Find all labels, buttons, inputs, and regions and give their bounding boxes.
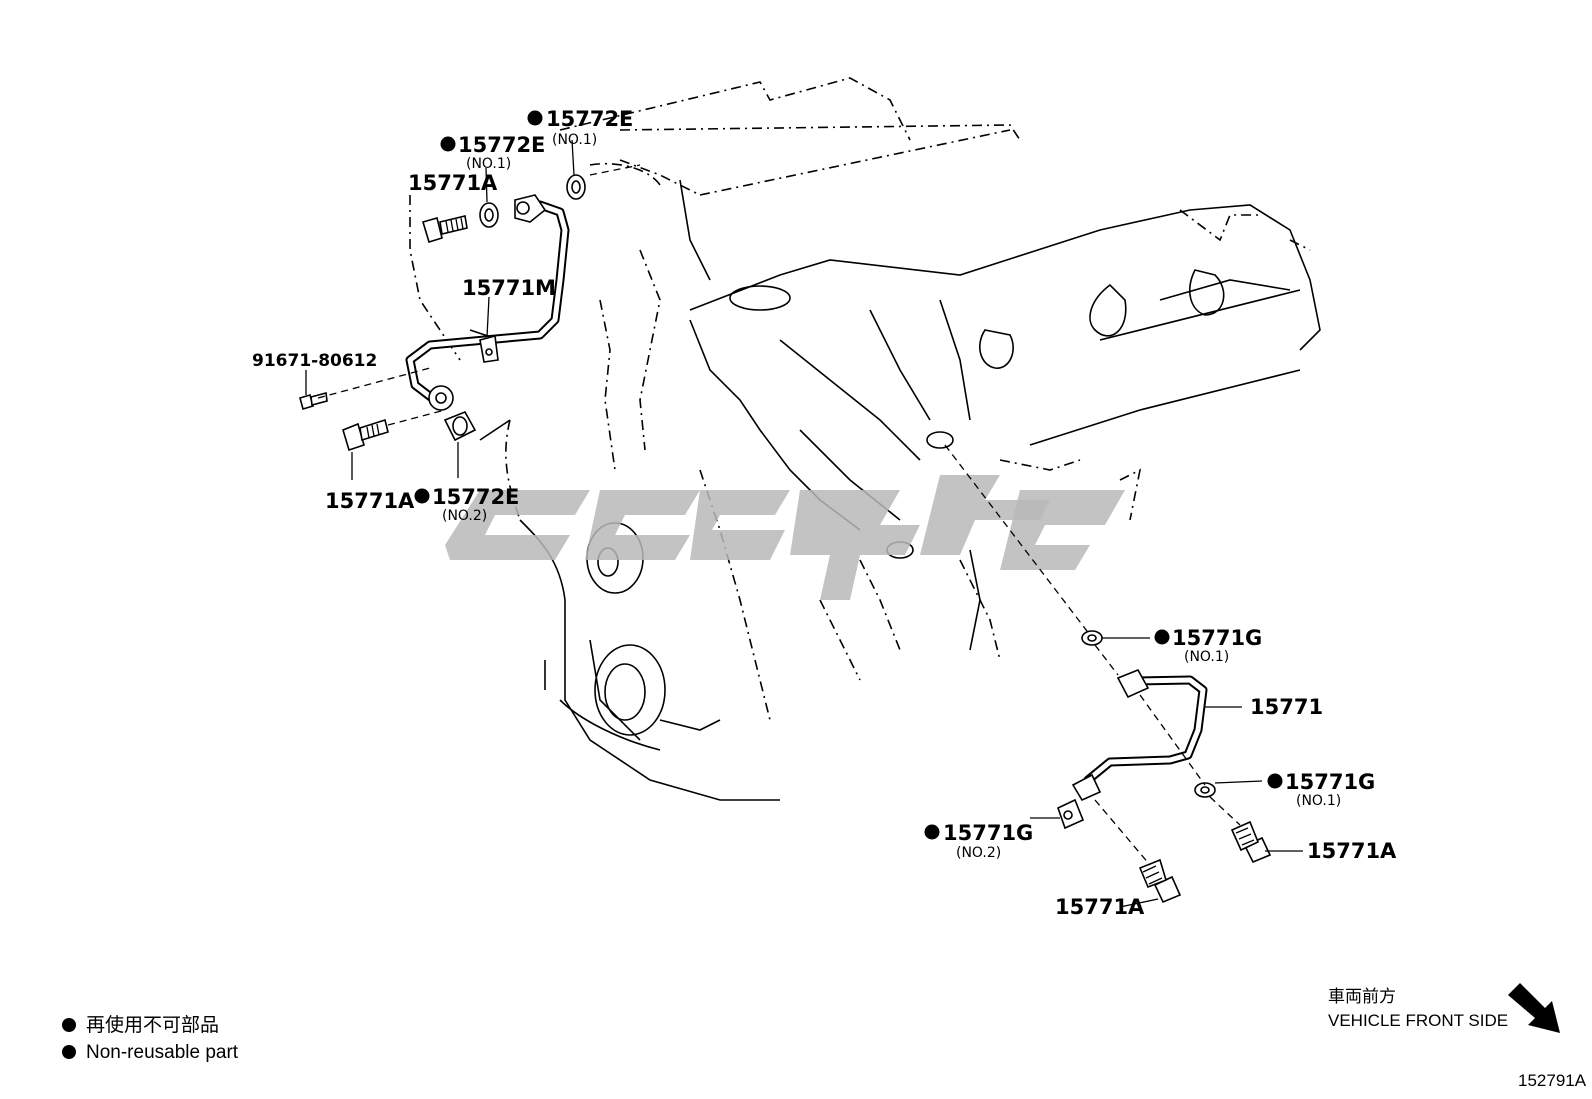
front-label-en: VEHICLE FRONT SIDE	[1328, 1011, 1508, 1030]
callout-91671-80612-part: 91671-80612	[252, 351, 377, 371]
callout-15771A-r1: 15771A	[1307, 839, 1397, 863]
callout-15772E-top-part: 15772E	[546, 107, 633, 131]
callout-15771G-c: 15771G (NO.2)	[924, 821, 1033, 861]
front-direction: 車両前方 VEHICLE FRONT SIDE	[1328, 983, 1560, 1033]
callout-15771G-b-part: 15771G	[1285, 770, 1375, 794]
callout-15771: 15771	[1250, 695, 1323, 719]
pipe-15771-assembly	[1057, 630, 1272, 904]
callout-15771A-top-part: 15771A	[408, 171, 498, 195]
callout-15771G-a-part: 15771G	[1172, 626, 1262, 650]
callout-15771-part: 15771	[1250, 695, 1323, 719]
callout-15771M-part: 15771M	[462, 276, 556, 300]
callout-15771A-r2: 15771A	[1055, 895, 1145, 919]
legend: 再使用不可部品 Non-reusable part	[62, 1014, 239, 1063]
front-arrow-icon	[1508, 983, 1560, 1033]
legend-bullet-icon	[62, 1018, 76, 1032]
callout-15771A-left: 15771A	[325, 489, 415, 513]
callout-15771G-c-part: 15771G	[943, 821, 1033, 845]
callout-15771M: 15771M	[462, 276, 556, 300]
callout-15771A-left-part: 15771A	[325, 489, 415, 513]
callout-15771G-a-note: (NO.1)	[1184, 649, 1229, 665]
upper-left-leaders	[305, 139, 641, 480]
callout-15772E-top-note: (NO.1)	[552, 132, 597, 148]
callout-15772E-mid: 15772E (NO.1)	[440, 133, 545, 172]
legend-text-jp: 再使用不可部品	[86, 1014, 219, 1036]
watermark-logo	[445, 475, 1125, 600]
callout-15771G-a: 15771G (NO.1)	[1154, 626, 1262, 665]
lower-right-leaders	[944, 444, 1303, 908]
front-label-jp: 車両前方	[1328, 987, 1396, 1006]
callout-91671-80612: 91671-80612	[252, 351, 377, 371]
upper-left-parts	[299, 174, 586, 452]
callout-15772E-top: 15772E (NO.1)	[527, 107, 633, 148]
engine-outline	[409, 77, 1321, 801]
callout-15771A-r1-part: 15771A	[1307, 839, 1397, 863]
legend-text-en: Non-reusable part	[86, 1042, 239, 1063]
callout-15771G-c-note: (NO.2)	[956, 845, 1001, 861]
callout-15771G-b-note: (NO.1)	[1296, 793, 1341, 809]
callout-15772E-mid-note: (NO.1)	[466, 156, 511, 172]
callout-15771A-top: 15771A	[408, 171, 498, 195]
callout-15772E-low-note: (NO.2)	[442, 508, 487, 524]
callout-15771G-b: 15771G (NO.1)	[1267, 770, 1375, 809]
legend-bullet-icon	[62, 1045, 76, 1059]
callout-15772E-mid-part: 15772E	[458, 133, 545, 157]
diagram-reference-number: 152791A	[1518, 1071, 1587, 1090]
callout-15772E-low-part: 15772E	[432, 485, 519, 509]
callout-15772E-low: 15772E (NO.2)	[414, 485, 519, 524]
callout-15771A-r2-part: 15771A	[1055, 895, 1145, 919]
